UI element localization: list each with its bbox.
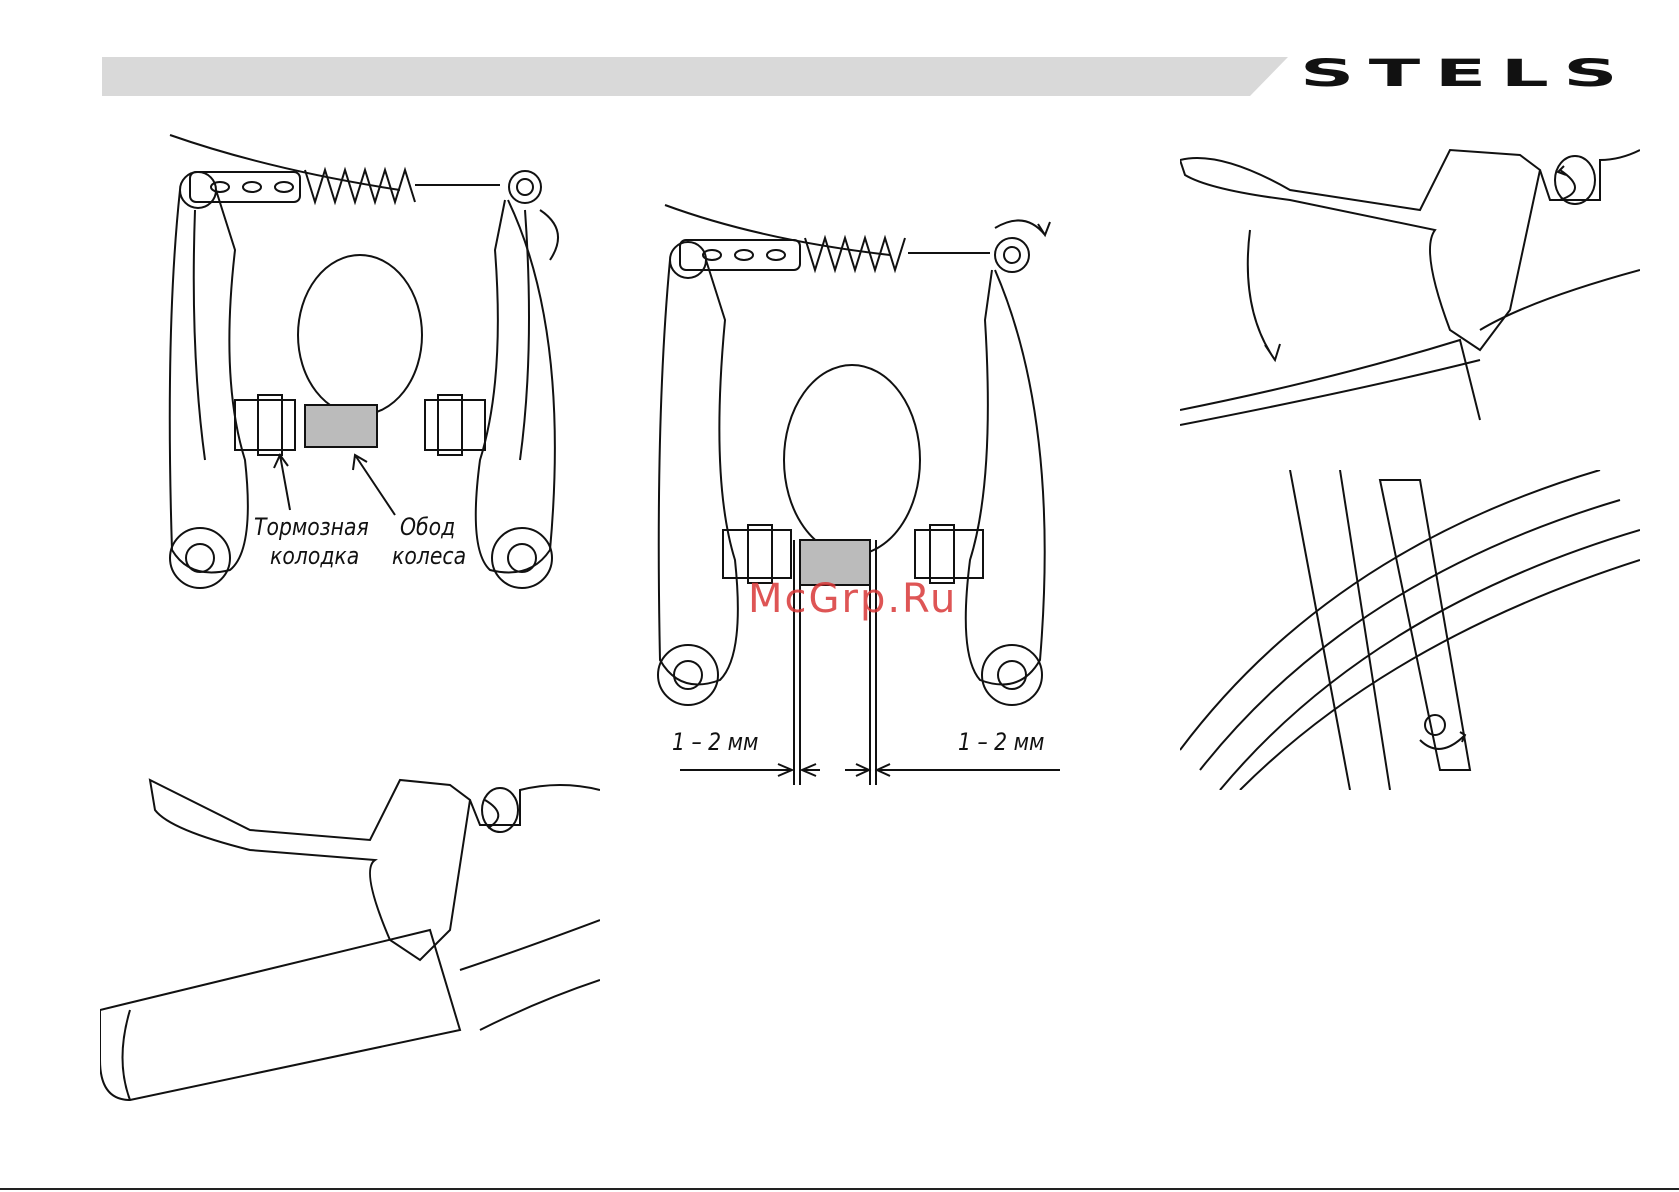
pad-label-line1: Тормозная (254, 513, 369, 541)
watermark: McGrp.Ru (748, 576, 957, 622)
gap-label-right: 1 – 2 мм (958, 728, 1044, 756)
rim-label-line1: Обод (400, 513, 455, 541)
brand-logo: STELS (1300, 52, 1632, 95)
rim-label-line2: колеса (392, 542, 466, 570)
brake-diagram-gap: 1 – 2 мм 1 – 2 мм (640, 200, 1080, 790)
bottom-rule (0, 1188, 1679, 1190)
gap-label-left: 1 – 2 мм (672, 728, 758, 756)
pad-label-line2: колодка (270, 542, 359, 570)
brake-diagram-pads: Тормозная колодка Обод колеса (150, 130, 590, 610)
brake-pad-adjustment-illustration (1180, 470, 1640, 790)
brake-lever-barrel-adjuster-illustration (100, 770, 600, 1130)
brake-lever-pull-illustration (1180, 130, 1640, 430)
